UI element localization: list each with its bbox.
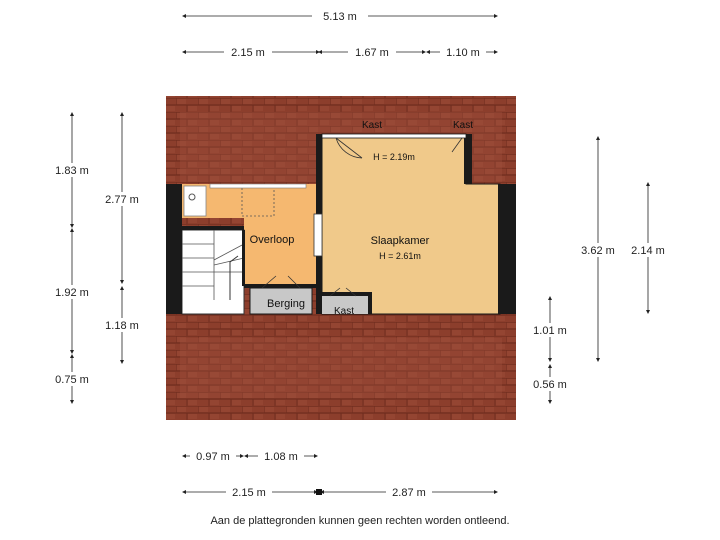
dim-left-b: 1.92 m <box>55 287 89 299</box>
dim-left2-a: 2.77 m <box>105 194 139 206</box>
stair-arrow-icon <box>229 255 239 300</box>
dim-bottom-tick <box>316 489 322 495</box>
kast-bottom-room[interactable] <box>322 296 368 314</box>
shelf-top <box>209 183 307 189</box>
wall-stair-top <box>182 226 244 230</box>
berging-label: Berging <box>267 298 305 310</box>
wall-kast-bottom-top <box>322 292 370 296</box>
dim-left2-b: 1.18 m <box>105 320 139 332</box>
dim-left-c: 0.75 m <box>55 374 89 386</box>
kast-bottom-label: Kast <box>334 306 354 317</box>
wall-kast-right <box>464 134 472 184</box>
wall-kast-bottom-right <box>368 292 372 314</box>
dim-top-total: 5.13 m <box>323 11 357 23</box>
dim-bottom-d: 2.87 m <box>392 487 426 499</box>
roof-shade-bottom <box>180 338 502 398</box>
stair-treads <box>182 230 245 300</box>
dim-right-total: 3.62 m <box>581 245 615 257</box>
dim-right-b: 0.56 m <box>533 379 567 391</box>
slaapkamer-height: H = 2.61m <box>379 251 421 261</box>
berging-room[interactable] <box>249 287 313 315</box>
kast-top-left-label: Kast <box>362 120 382 131</box>
dim-bottom-c: 2.15 m <box>232 487 266 499</box>
door-landing-bedroom[interactable] <box>313 213 323 257</box>
wall-landing-left <box>166 184 182 314</box>
slaapkamer-label: Slaapkamer <box>371 235 430 247</box>
wall-berging-top <box>244 284 316 288</box>
wall-stair-right <box>242 230 245 286</box>
overloop-label: Overloop <box>250 234 295 246</box>
sink-icon <box>188 193 196 201</box>
overloop-room[interactable] <box>244 218 316 286</box>
dim-top-a: 2.15 m <box>231 47 265 59</box>
dim-right-a: 1.01 m <box>533 325 567 337</box>
wall-bedroom-left <box>316 134 322 214</box>
wardrobe-top <box>321 133 467 139</box>
slaapkamer-low-height: H = 2.19m <box>373 152 415 162</box>
dim-bottom-a: 0.97 m <box>196 451 230 463</box>
wall-bedroom-right <box>498 184 516 314</box>
dim-right-inner: 2.14 m <box>631 245 665 257</box>
kast-top-right-label: Kast <box>453 120 473 131</box>
dim-top-b: 1.67 m <box>355 47 389 59</box>
dim-top-c: 1.10 m <box>446 47 480 59</box>
dim-bottom-b: 1.08 m <box>264 451 298 463</box>
bathroom-sink-area <box>183 185 207 217</box>
disclaimer-text: Aan de plattegronden kunnen geen rechten… <box>210 515 510 527</box>
dim-left-a: 1.83 m <box>55 165 89 177</box>
wall-bedroom-left-lower <box>316 256 322 314</box>
